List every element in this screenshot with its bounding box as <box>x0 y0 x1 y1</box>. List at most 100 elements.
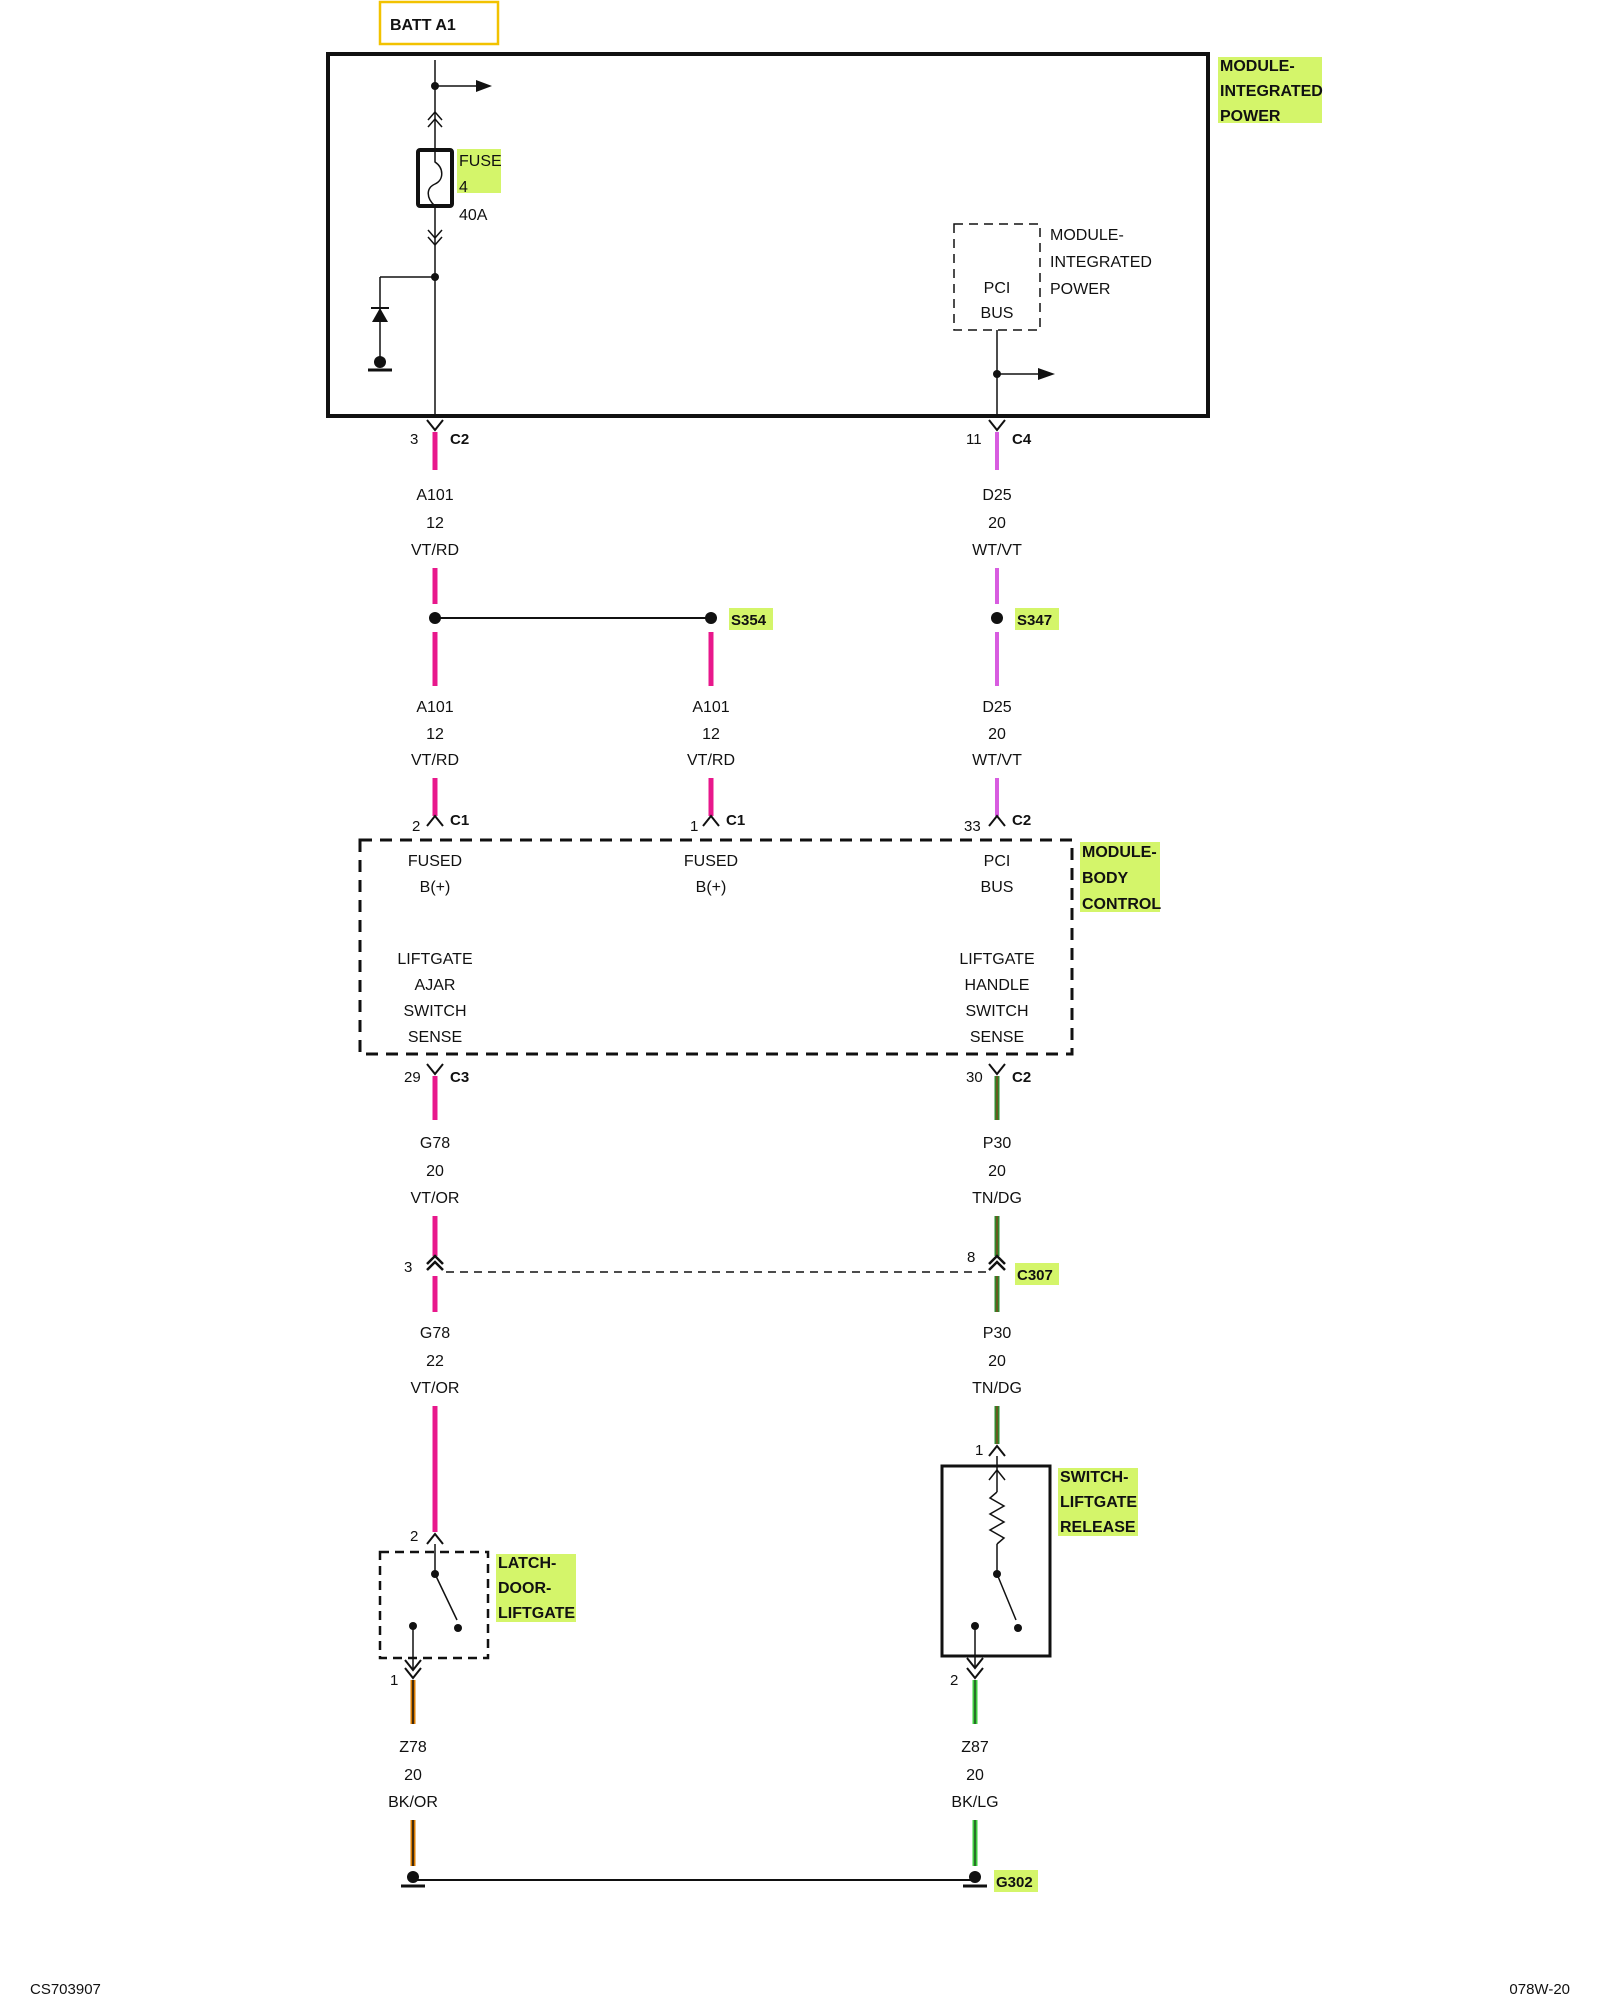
wire-circuit: Z78 <box>399 1739 427 1756</box>
bcm-name-line2: BODY <box>1082 870 1129 887</box>
connector-name: C2 <box>1012 1069 1031 1086</box>
footer-diagram-id: CS703907 <box>30 1981 101 1998</box>
wire-gauge: 22 <box>426 1353 444 1370</box>
wire-g78-upper: G78 20 VT/OR <box>411 1076 460 1256</box>
chevron-up-icon <box>427 117 443 128</box>
wire-color: BK/OR <box>388 1794 438 1811</box>
splice-s354: S354 <box>429 608 773 630</box>
wire-p30-upper: P30 20 TN/DG <box>972 1076 1022 1256</box>
wire-gauge: 20 <box>404 1767 422 1784</box>
wire-gauge: 12 <box>426 515 444 532</box>
ipm-output-arrow-icon <box>476 80 492 92</box>
switch-contact-icon <box>996 1573 1017 1621</box>
wire-gauge: 12 <box>426 726 444 743</box>
wire-d25-lower: D25 20 WT/VT <box>972 632 1022 816</box>
bcm-pci-label: PCI <box>984 853 1011 870</box>
connector-name: C1 <box>450 812 469 829</box>
pin-number: 3 <box>410 431 418 448</box>
bcm-ajar-label: SWITCH <box>403 1003 466 1020</box>
switch-name-line2: LIFTGATE <box>1060 1494 1137 1511</box>
bcm-fused-left-label: FUSED <box>408 853 462 870</box>
connector-c2-top: 3 C2 <box>410 419 469 448</box>
wire-gauge: 20 <box>988 726 1006 743</box>
wire-circuit: P30 <box>983 1325 1012 1342</box>
bcm-handle-label: SWITCH <box>965 1003 1028 1020</box>
wire-color: WT/VT <box>972 542 1022 559</box>
ipm-pci-line2: BUS <box>981 305 1014 322</box>
ground-icon <box>969 1871 981 1883</box>
latch-name-line2: DOOR- <box>498 1580 551 1597</box>
wire-z78: Z78 20 BK/OR <box>388 1680 438 1866</box>
pin-number: 1 <box>975 1442 983 1459</box>
ipm-sub-line3: POWER <box>1050 281 1110 298</box>
wire-a101-upper: A101 12 VT/RD <box>411 432 459 604</box>
connector-name: C1 <box>726 812 745 829</box>
switch-name-line3: RELEASE <box>1060 1519 1136 1536</box>
wire-gauge: 20 <box>988 515 1006 532</box>
footer-page-ref: 078W-20 <box>1509 1981 1570 1998</box>
body-control-module: MODULE- BODY CONTROL FUSED B(+) FUSED B(… <box>358 838 1161 1056</box>
wire-p30-lower: P30 20 TN/DG <box>972 1276 1022 1444</box>
ipm-pci-line1: PCI <box>984 280 1011 297</box>
wire-z87: Z87 20 BK/LG <box>951 1680 999 1866</box>
wire-a101-left: A101 12 VT/RD <box>411 632 459 816</box>
splice-s354-label: S354 <box>731 612 767 629</box>
wire-circuit: G78 <box>420 1325 450 1342</box>
bcm-fused-mid-label: B(+) <box>696 879 727 896</box>
resistor-icon <box>988 1491 1006 1545</box>
connector-bcm-c2-pin30: 30 C2 <box>966 1063 1031 1086</box>
wire-circuit: D25 <box>982 699 1011 716</box>
wire-circuit: Z87 <box>961 1739 989 1756</box>
bcm-handle-label: HANDLE <box>965 977 1030 994</box>
wire-circuit: D25 <box>982 487 1011 504</box>
switch-name-line1: SWITCH- <box>1060 1469 1128 1486</box>
connector-bcm-c1-pin2: 2 C1 <box>412 812 469 835</box>
integrated-power-module: MODULE- INTEGRATED POWER FUSE 4 40A <box>326 52 1323 418</box>
wire-d25-upper: D25 20 WT/VT <box>972 432 1022 604</box>
pin-number: 2 <box>950 1672 958 1689</box>
splice-s347-label: S347 <box>1017 612 1052 629</box>
batt-a1-label: BATT A1 <box>390 17 456 34</box>
pin-number: 29 <box>404 1069 421 1086</box>
bcm-pci-label: BUS <box>981 879 1014 896</box>
chevron-down-icon <box>427 229 443 240</box>
wire-circuit: P30 <box>983 1135 1012 1152</box>
pin-number: 3 <box>404 1259 412 1276</box>
pin-number: 33 <box>964 818 981 835</box>
connector-name: C2 <box>1012 812 1031 829</box>
ground-g302: G302 <box>401 1870 1038 1892</box>
connector-c307: 3 8 C307 <box>404 1249 1059 1285</box>
ipm-name-line1: MODULE- <box>1220 58 1295 75</box>
wire-color: BK/LG <box>951 1794 998 1811</box>
ipm-name-line2: INTEGRATED <box>1220 83 1323 100</box>
ground-icon <box>374 356 386 368</box>
bcm-handle-label: LIFTGATE <box>959 951 1034 968</box>
wire-g78-lower: G78 22 VT/OR <box>411 1276 459 1532</box>
connector-bcm-c3-pin29: 29 C3 <box>404 1063 469 1086</box>
wire-color: VT/OR <box>411 1190 460 1207</box>
wire-circuit: A101 <box>692 699 729 716</box>
batt-a1-box: BATT A1 <box>378 0 500 46</box>
switch-contact-icon <box>434 1573 458 1621</box>
diode-icon <box>371 307 389 322</box>
chevron-up-icon <box>427 110 443 121</box>
connector-c307-label: C307 <box>1017 1267 1053 1284</box>
wire-circuit: A101 <box>416 487 453 504</box>
wire-gauge: 20 <box>988 1353 1006 1370</box>
connector-bcm-c1-pin1: 1 C1 <box>690 812 745 835</box>
wire-color: TN/DG <box>972 1190 1022 1207</box>
fuse-rating: 40A <box>459 207 488 224</box>
ground-g302-label: G302 <box>996 1874 1033 1891</box>
wire-circuit: A101 <box>416 699 453 716</box>
connector-c4-top: 11 C4 <box>966 419 1032 448</box>
wire-color: VT/RD <box>687 752 735 769</box>
latch-name-line1: LATCH- <box>498 1555 556 1572</box>
switch-liftgate-release: 1 SWITCH- LIFTGATE RELEASE 2 <box>940 1442 1138 1689</box>
connector-name: C3 <box>450 1069 469 1086</box>
bcm-name-line1: MODULE- <box>1082 844 1157 861</box>
wire-gauge: 20 <box>966 1767 984 1784</box>
wire-gauge: 20 <box>988 1163 1006 1180</box>
pin-number: 1 <box>390 1672 398 1689</box>
ipm-sub-line2: INTEGRATED <box>1050 254 1152 271</box>
